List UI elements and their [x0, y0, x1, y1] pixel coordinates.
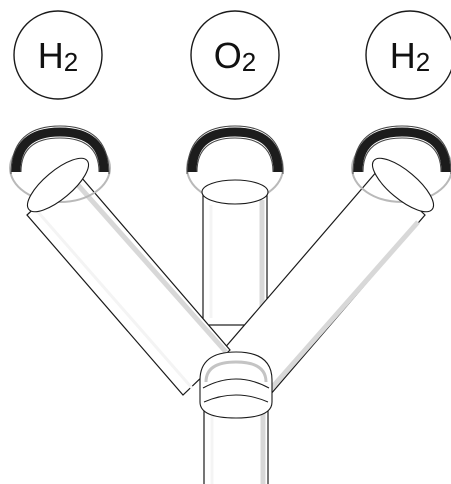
inlet-ring-center [186, 125, 284, 205]
gas-label-left: H2 [13, 10, 103, 100]
gas-label-circle [365, 10, 451, 100]
gas-formula-text: H2 [390, 35, 430, 77]
gas-formula-text: H2 [38, 35, 78, 77]
gas-label-circle [190, 10, 280, 100]
gas-label-circle [13, 10, 103, 100]
gas-label-center: O2 [190, 10, 280, 100]
inlet-ring-right [351, 125, 451, 213]
inlet-ring-left [9, 125, 111, 213]
gas-formula-text: O2 [214, 35, 256, 77]
pipe-left-branch [26, 169, 231, 396]
junction-collar [199, 351, 273, 419]
pipe-center [202, 194, 268, 326]
gas-label-right: H2 [365, 10, 451, 100]
